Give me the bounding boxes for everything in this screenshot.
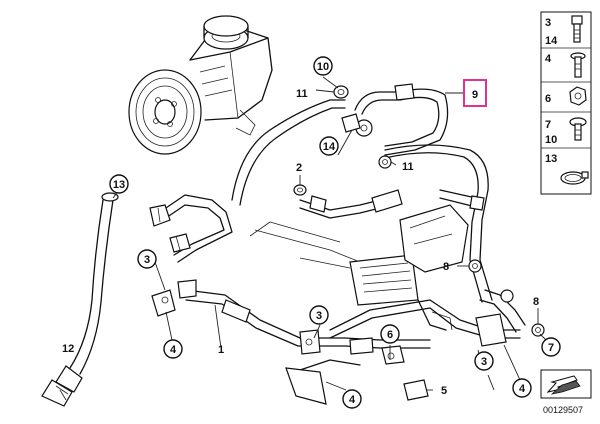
callout-4-left-label: 4 [170,344,177,356]
label-2-text: 2 [296,162,302,174]
legend-14: 14 [545,35,558,47]
callout-4-right: 4 [512,378,532,398]
label-12-text: 12 [62,343,74,355]
brackets [151,279,507,405]
label-1-text: 1 [218,344,224,356]
steering-rack [249,204,469,331]
label-12: 12 [62,343,74,355]
callout-3-left: 3 [137,249,157,269]
label-11-top: 11 [296,88,308,100]
callout-13: 13 [109,174,129,194]
callout-10: 10 [313,56,333,76]
seal-rings [293,85,545,337]
callout-10-label: 10 [317,61,329,73]
highlight-part-9: 9 [463,79,487,107]
steering-pump [128,15,273,155]
callout-7-label: 7 [548,342,554,354]
direction-arrow-icon [546,375,581,395]
document-number: 00129507 [543,405,583,415]
callout-3-mid-label: 3 [316,310,322,322]
label-11-right-text: 11 [402,161,414,173]
return-line [149,194,233,263]
highlight-part-9-label: 9 [472,89,478,101]
label-8-mid: 8 [443,261,449,273]
label-2: 2 [296,162,302,174]
label-8-right: 8 [533,296,539,308]
orientation-box [540,369,592,399]
callout-6: 6 [380,324,400,344]
callout-3-right: 3 [474,351,494,371]
label-11-right: 11 [402,161,414,173]
parts-legend: 3 14 4 6 [540,11,592,195]
legend-6: 6 [545,93,551,105]
callout-14: 14 [319,136,339,156]
legend-item-7-10: 7 10 [545,117,587,146]
callout-3-mid: 3 [309,305,329,325]
legend-4: 4 [545,53,552,65]
legend-10: 10 [545,134,557,146]
legend-3: 3 [545,17,551,29]
pressure-line-1 [185,99,431,355]
seal-ring-bolt-icon [569,117,587,141]
callout-13-label: 13 [113,179,125,191]
flange-bolt-icon [570,52,586,78]
legend-item-6: 6 [545,86,587,106]
hose-clamp-icon [560,171,589,185]
callout-14-label: 14 [323,141,336,153]
label-5: 5 [441,385,447,397]
label-11-top-text: 11 [296,88,308,100]
legend-item-13: 13 [545,153,589,185]
feed-hose-9 [341,83,449,156]
callout-3-left-label: 3 [144,254,150,266]
hex-nut-icon [569,86,587,106]
legend-item-4: 4 [545,52,586,78]
return-line-right [299,144,526,333]
callout-3-right-label: 3 [481,356,487,368]
callout-6-label: 6 [387,329,393,341]
label-8-right-text: 8 [533,296,539,308]
callout-4-right-label: 4 [519,383,526,395]
banjo-bolt-icon [571,15,583,43]
label-8-mid-text: 8 [443,261,449,273]
callout-4-left: 4 [163,339,183,359]
callout-4-bottom-label: 4 [349,394,356,406]
legend-item-3-14: 3 14 [545,15,583,47]
legend-7: 7 [545,119,551,131]
callout-7: 7 [541,337,561,357]
hose-12 [41,192,119,407]
label-1: 1 [218,344,224,356]
callout-4-bottom: 4 [342,389,362,409]
label-5-text: 5 [441,385,447,397]
legend-13: 13 [545,153,557,165]
